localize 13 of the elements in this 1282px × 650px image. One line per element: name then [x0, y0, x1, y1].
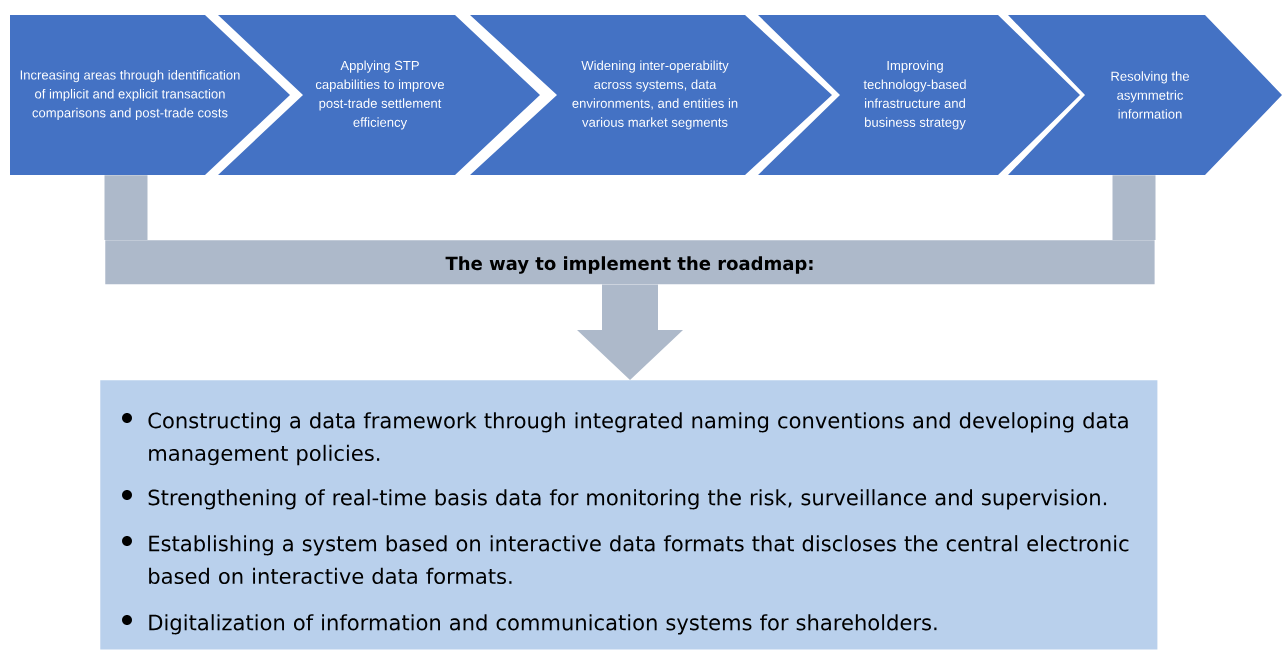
bullet-text: Strengthening of real-time basis data for monitoring the risk, surveillance and supervision.	[148, 489, 1107, 510]
node-label: Improving technology-based infrastructure and business strategy	[863, 60, 966, 130]
connector-band	[104, 175, 148, 240]
banner-band	[105, 240, 1155, 285]
bullet-text: Constructing a data framework through integrated naming conventions and developing data management policies.	[148, 412, 1128, 466]
node-label: Resolving the asymmetric information	[1111, 71, 1189, 119]
connector-band	[1112, 175, 1156, 240]
block-arrow	[577, 284, 683, 380]
node-label: Applying STP capabilities to improve post-trade settlement efficiency	[315, 60, 445, 130]
banner-heading: The way to implement the roadmap:	[445, 256, 813, 274]
bullet-text: Digitalization of information and communication systems for shareholders.	[149, 614, 937, 635]
bullet-text: Establishing a system based on interactive data formats that discloses the central electronic based on interactive data formats.	[149, 535, 1129, 585]
node-label: Widening inter-operability across systems, data environments, and entities in various market segments	[572, 60, 738, 130]
